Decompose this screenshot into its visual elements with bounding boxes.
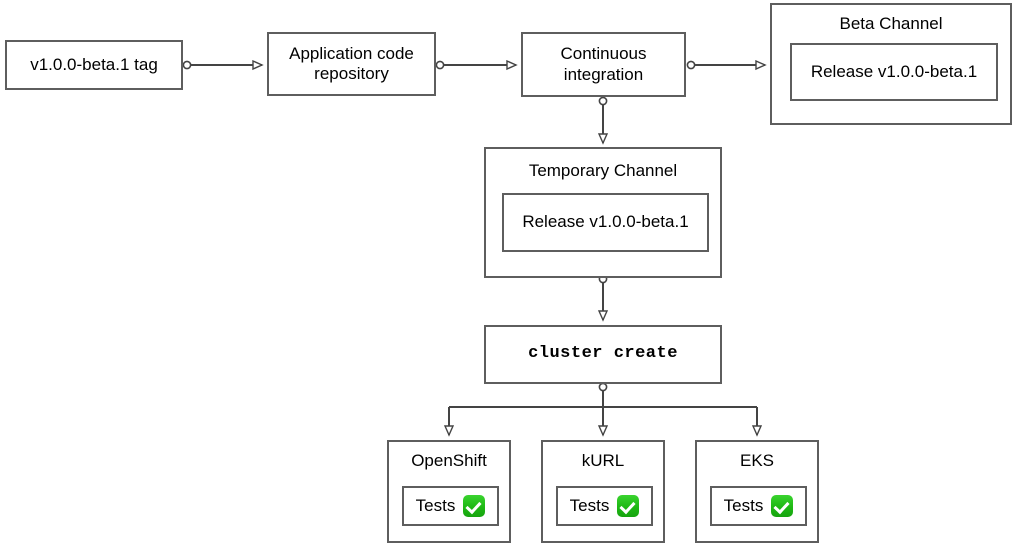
group-eks[interactable]: EKS Tests [695, 440, 819, 543]
node-eks-tests-label: Tests [723, 495, 764, 515]
node-application-code-repository-label: Application code repository [289, 43, 414, 83]
group-kurl[interactable]: kURL Tests [541, 440, 665, 543]
green-check-icon [617, 495, 640, 517]
group-eks-title: EKS [739, 451, 775, 470]
node-beta-channel-release[interactable]: Release v1.0.0-beta.1 [790, 43, 998, 101]
node-continuous-integration[interactable]: Continuous integration [521, 32, 686, 97]
node-openshift-tests-label: Tests [415, 495, 456, 515]
group-kurl-title: kURL [581, 451, 625, 470]
group-temporary-channel-title: Temporary Channel [528, 161, 678, 180]
edge-source-dot [435, 60, 445, 70]
edge-source-dot [686, 60, 696, 70]
group-openshift[interactable]: OpenShift Tests [387, 440, 511, 543]
node-kurl-tests-label: Tests [569, 495, 610, 515]
node-eks-tests[interactable]: Tests [710, 486, 807, 526]
node-beta-channel-release-label: Release v1.0.0-beta.1 [810, 61, 978, 81]
edge-source-dot [598, 96, 608, 106]
node-cluster-create[interactable]: cluster create [484, 325, 722, 384]
node-kurl-tests[interactable]: Tests [556, 486, 653, 526]
node-tag[interactable]: v1.0.0-beta.1 tag [5, 40, 183, 90]
node-cluster-create-label: cluster create [528, 344, 678, 364]
edge-source-dot [598, 382, 608, 392]
group-beta-channel-title: Beta Channel [839, 14, 943, 33]
node-application-code-repository[interactable]: Application code repository [267, 32, 436, 96]
node-continuous-integration-label: Continuous integration [560, 44, 647, 84]
edge-source-dot [182, 60, 192, 70]
node-temporary-channel-release-label: Release v1.0.0-beta.1 [522, 212, 689, 232]
group-beta-channel[interactable]: Beta Channel Release v1.0.0-beta.1 [770, 3, 1012, 125]
green-check-icon [463, 495, 486, 517]
group-temporary-channel[interactable]: Temporary Channel Release v1.0.0-beta.1 [484, 147, 722, 278]
group-openshift-title: OpenShift [411, 451, 487, 470]
node-tag-label: v1.0.0-beta.1 tag [30, 54, 158, 74]
node-temporary-channel-release[interactable]: Release v1.0.0-beta.1 [502, 193, 709, 252]
green-check-icon [771, 495, 794, 517]
node-openshift-tests[interactable]: Tests [402, 486, 499, 526]
